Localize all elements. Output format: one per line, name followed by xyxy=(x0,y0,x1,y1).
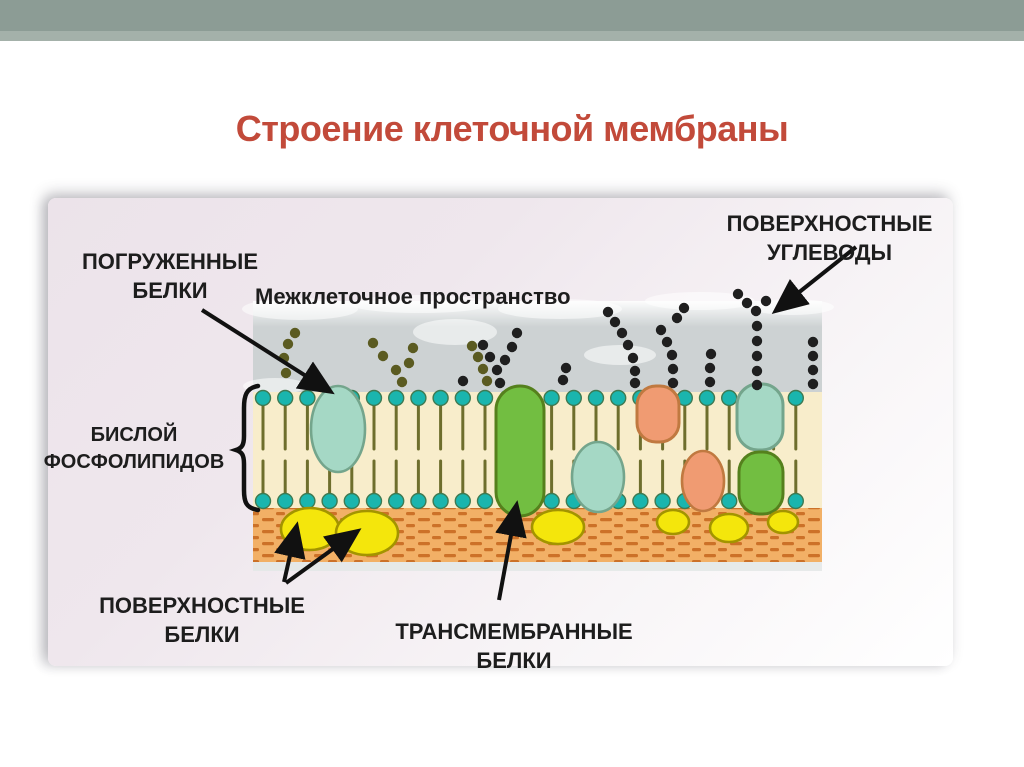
surface-protein-yellow xyxy=(655,508,691,536)
surface-protein-yellow xyxy=(708,512,750,544)
top-bar-light xyxy=(0,31,1024,41)
surface-protein-yellow xyxy=(766,509,800,535)
embedded-protein-teal xyxy=(309,384,367,474)
stacked-protein-green-bottom xyxy=(737,450,785,516)
label-line: УГЛЕВОДЫ xyxy=(766,240,893,266)
label-line: ПОВЕРХНОСТНЫЕ xyxy=(726,211,933,236)
label-line: БЕЛКИ xyxy=(164,622,240,648)
arrow-transmembrane-protein xyxy=(495,500,527,601)
surface-protein-yellow xyxy=(279,506,341,552)
label-line: ПОВЕРХНОСТНЫЕ xyxy=(99,593,305,618)
proteins xyxy=(279,382,800,557)
label-phospholipid-bilayer: БИСЛОЙ ФОСФОЛИПИДОВ xyxy=(30,422,238,475)
label-line: ФОСФОЛИПИДОВ xyxy=(43,450,225,473)
arrow-embedded-proteins xyxy=(200,308,335,395)
label-surface-carbohydrates: ПОВЕРХНОСТНЫЕ УГЛЕВОДЫ xyxy=(712,209,947,268)
label-line: БЕЛКИ xyxy=(132,278,208,304)
label-surface-proteins: ПОВЕРХНОСТНЫЕ БЕЛКИ xyxy=(82,591,322,650)
label-line: Межклеточное пространство xyxy=(255,284,571,309)
label-line: БИСЛОЙ xyxy=(90,424,178,446)
arrow-surface-protein-left xyxy=(274,521,306,583)
embedded-protein-orange-lower xyxy=(680,449,726,513)
label-intercellular-space: Межклеточное пространство xyxy=(255,282,635,311)
surface-protein-yellow xyxy=(334,509,400,557)
bilayer-brace xyxy=(228,383,261,513)
embedded-protein-orange xyxy=(635,384,681,444)
stacked-protein-teal-top xyxy=(735,382,785,452)
intercellular-space-region xyxy=(242,292,834,394)
label-line: БЕЛКИ xyxy=(476,648,552,674)
top-bar-dark xyxy=(0,0,1024,31)
label-transmembrane-proteins: ТРАНСМЕМБРАННЫЕ БЕЛКИ xyxy=(368,617,660,676)
label-line: ТРАНСМЕМБРАННЫЕ xyxy=(395,619,633,644)
label-embedded-proteins: ПОГРУЖЕННЫЕ БЕЛКИ xyxy=(55,247,285,306)
transmembrane-protein-green xyxy=(494,384,546,518)
page-title: Строение клеточной мембраны xyxy=(235,108,789,150)
annotations xyxy=(200,245,858,601)
surface-protein-yellow xyxy=(530,508,586,546)
carbohydrate-chains xyxy=(278,288,819,391)
embedded-protein-teal-lower xyxy=(570,440,626,514)
arrow-surface-protein-right xyxy=(284,528,362,585)
arrow-surface-carbohydrates xyxy=(771,245,858,314)
label-line: ПОГРУЖЕННЫЕ xyxy=(81,249,258,274)
